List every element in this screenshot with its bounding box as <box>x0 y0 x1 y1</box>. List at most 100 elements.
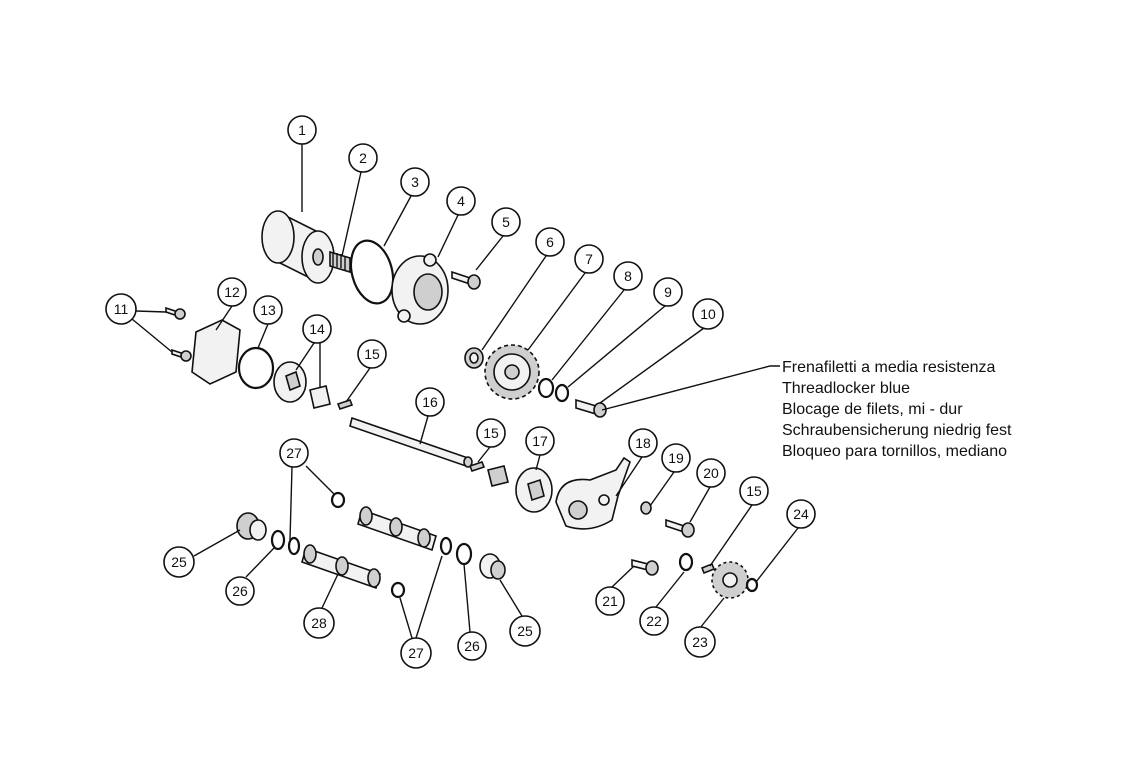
part-19-nut <box>640 501 652 515</box>
callout-11: 11 <box>105 293 137 325</box>
callout-28: 28 <box>303 607 335 639</box>
leader-7 <box>527 272 586 351</box>
svg-text:14: 14 <box>309 321 325 337</box>
leader-2 <box>341 171 362 257</box>
callout-10: 10 <box>692 298 724 330</box>
svg-text:25: 25 <box>171 554 187 570</box>
svg-text:28: 28 <box>311 615 327 631</box>
leader-note <box>601 365 780 411</box>
svg-text:22: 22 <box>646 613 662 629</box>
svg-text:1: 1 <box>298 122 306 138</box>
svg-text:9: 9 <box>664 284 672 300</box>
threadlocker-note: Frenafiletti a media resistenza Threadlo… <box>782 359 1012 460</box>
callout-19: 19 <box>661 443 691 473</box>
callout-3: 3 <box>400 167 430 197</box>
leader-13 <box>257 323 269 349</box>
callout-21: 21 <box>595 586 625 616</box>
leader-19 <box>649 471 675 507</box>
svg-text:27: 27 <box>408 645 424 661</box>
svg-text:11: 11 <box>114 301 129 317</box>
leader-9 <box>567 305 666 388</box>
leader-25b <box>499 579 523 617</box>
leader-6 <box>481 255 547 351</box>
leader-20 <box>689 486 711 523</box>
svg-text:27: 27 <box>286 445 302 461</box>
svg-text:6: 6 <box>546 234 554 250</box>
leader-28 <box>321 573 339 609</box>
part-6-bushing <box>464 347 484 369</box>
note-line-it: Frenafiletti a media resistenza <box>782 359 996 376</box>
part-14-rotor <box>273 361 331 409</box>
callout-24: 24 <box>786 499 816 529</box>
svg-text:4: 4 <box>457 193 465 209</box>
part-26-o-ring-right <box>455 542 473 566</box>
svg-text:19: 19 <box>668 450 684 466</box>
leader-25a <box>193 529 241 557</box>
part-5-bolt <box>451 270 481 290</box>
callout-1: 1 <box>287 115 317 145</box>
leader-5 <box>475 235 504 271</box>
leader-lines <box>131 144 799 639</box>
leader-8 <box>551 289 625 381</box>
leader-17 <box>535 454 541 471</box>
callout-8: 8 <box>613 261 643 291</box>
part-27-o-ring-c <box>439 536 453 556</box>
callout-22: 22 <box>639 606 669 636</box>
svg-text:8: 8 <box>624 268 632 284</box>
leader-27b <box>415 555 443 639</box>
note-line-es: Bloqueo para tornillos, mediano <box>782 443 1007 460</box>
part-7-gear <box>484 344 540 400</box>
note-line-en: Threadlocker blue <box>782 380 910 397</box>
leader-22 <box>655 571 685 608</box>
callout-4: 4 <box>446 186 476 216</box>
leader-27b2 <box>399 597 413 639</box>
part-26-o-ring-left <box>270 529 286 551</box>
callout-25-a: 25 <box>163 546 195 578</box>
callout-26-b: 26 <box>457 631 487 661</box>
callout-15-c: 15 <box>739 476 769 506</box>
part-3-o-ring <box>349 239 395 305</box>
callout-6: 6 <box>535 227 565 257</box>
callout-7: 7 <box>574 244 604 274</box>
part-21-bolt <box>631 558 659 576</box>
svg-text:18: 18 <box>635 435 651 451</box>
part-1-filter-cylinder <box>261 210 335 284</box>
svg-text:15: 15 <box>483 425 499 441</box>
parts-group <box>165 210 759 599</box>
part-15-pin-a <box>336 399 354 410</box>
leader-26b <box>463 563 471 633</box>
callout-27-b: 27 <box>400 637 432 669</box>
leader-24 <box>755 527 799 583</box>
svg-text:15: 15 <box>364 346 380 362</box>
svg-text:26: 26 <box>464 638 480 654</box>
part-23-sprocket <box>711 561 749 599</box>
svg-text:17: 17 <box>532 433 548 449</box>
callout-15-b: 15 <box>476 418 506 448</box>
part-27-o-ring-b <box>287 536 301 556</box>
leader-21 <box>611 565 635 588</box>
leader-15c <box>709 504 753 567</box>
part-11-screws <box>165 306 192 362</box>
leader-27a <box>305 465 335 495</box>
svg-text:13: 13 <box>260 302 276 318</box>
svg-text:15: 15 <box>746 483 762 499</box>
svg-text:7: 7 <box>585 251 593 267</box>
callout-23: 23 <box>684 626 716 658</box>
callout-9: 9 <box>653 277 683 307</box>
svg-text:5: 5 <box>502 214 510 230</box>
part-27-o-ring-a <box>330 491 346 509</box>
part-camshaft-upper <box>357 506 437 552</box>
part-24-ring <box>745 577 759 593</box>
svg-text:26: 26 <box>232 583 248 599</box>
part-20-bolt <box>665 518 695 538</box>
callout-27-a: 27 <box>279 438 309 468</box>
part-16-shaft <box>349 416 473 468</box>
callouts-group: 1 2 3 4 5 6 7 8 9 10 11 12 13 14 15 16 1… <box>105 115 816 669</box>
callout-17: 17 <box>525 426 555 456</box>
part-18-pump-housing <box>555 456 631 530</box>
part-10-bolt <box>575 398 607 418</box>
part-25-plug-left <box>236 512 267 541</box>
callout-25-b: 25 <box>509 615 541 647</box>
part-28-camshaft-lower <box>301 544 381 590</box>
